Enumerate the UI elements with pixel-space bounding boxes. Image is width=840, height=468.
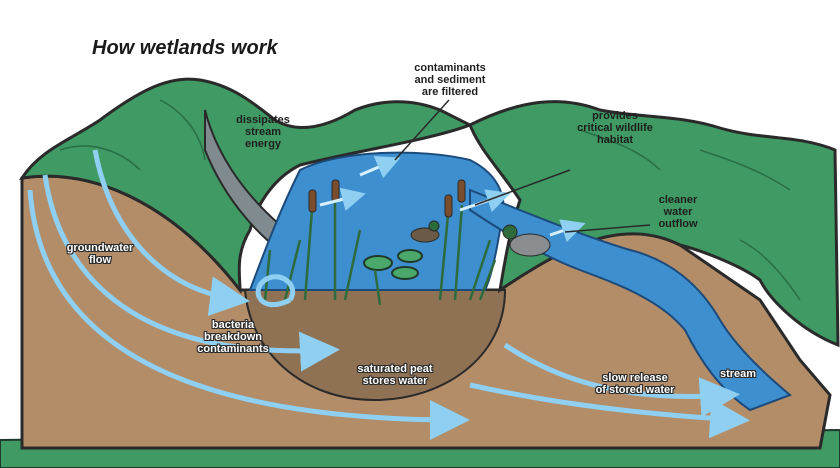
reeds [263,195,497,306]
label-peat: saturated peat stores water [357,363,433,387]
label-pointers [394,99,651,233]
groundwater-arrow-3 [27,189,470,440]
label-bacteria: bacteria breakdown contaminants [197,319,269,355]
label-stream: stream [719,368,757,380]
release-arrow-2 [469,382,750,439]
diagram-title: How wetlands work [92,37,278,59]
bacteria-loop-arrow [255,274,295,308]
groundwater-arrow-1 [92,149,250,317]
lily-pads [363,249,423,280]
label-contaminants: contaminants and sediment are filtered [414,62,486,98]
label-habitat: provides critical wildlife habitat [577,110,653,146]
ducks [410,220,551,257]
saturated-peat-area [243,289,507,402]
groundwater-arrow-2 [42,174,340,372]
label-cleaner-water: cleaner water outflow [658,194,698,230]
label-dissipates: dissipates stream energy [236,114,290,150]
flow-arrows [27,149,750,440]
label-slow-release: slow release of stored water [595,372,675,396]
label-groundwater: groundwater flow [66,242,134,266]
hill-texture [59,99,801,301]
cattail-heads [308,179,466,218]
right-hill [468,100,840,348]
slow-release-arrow [503,342,740,418]
